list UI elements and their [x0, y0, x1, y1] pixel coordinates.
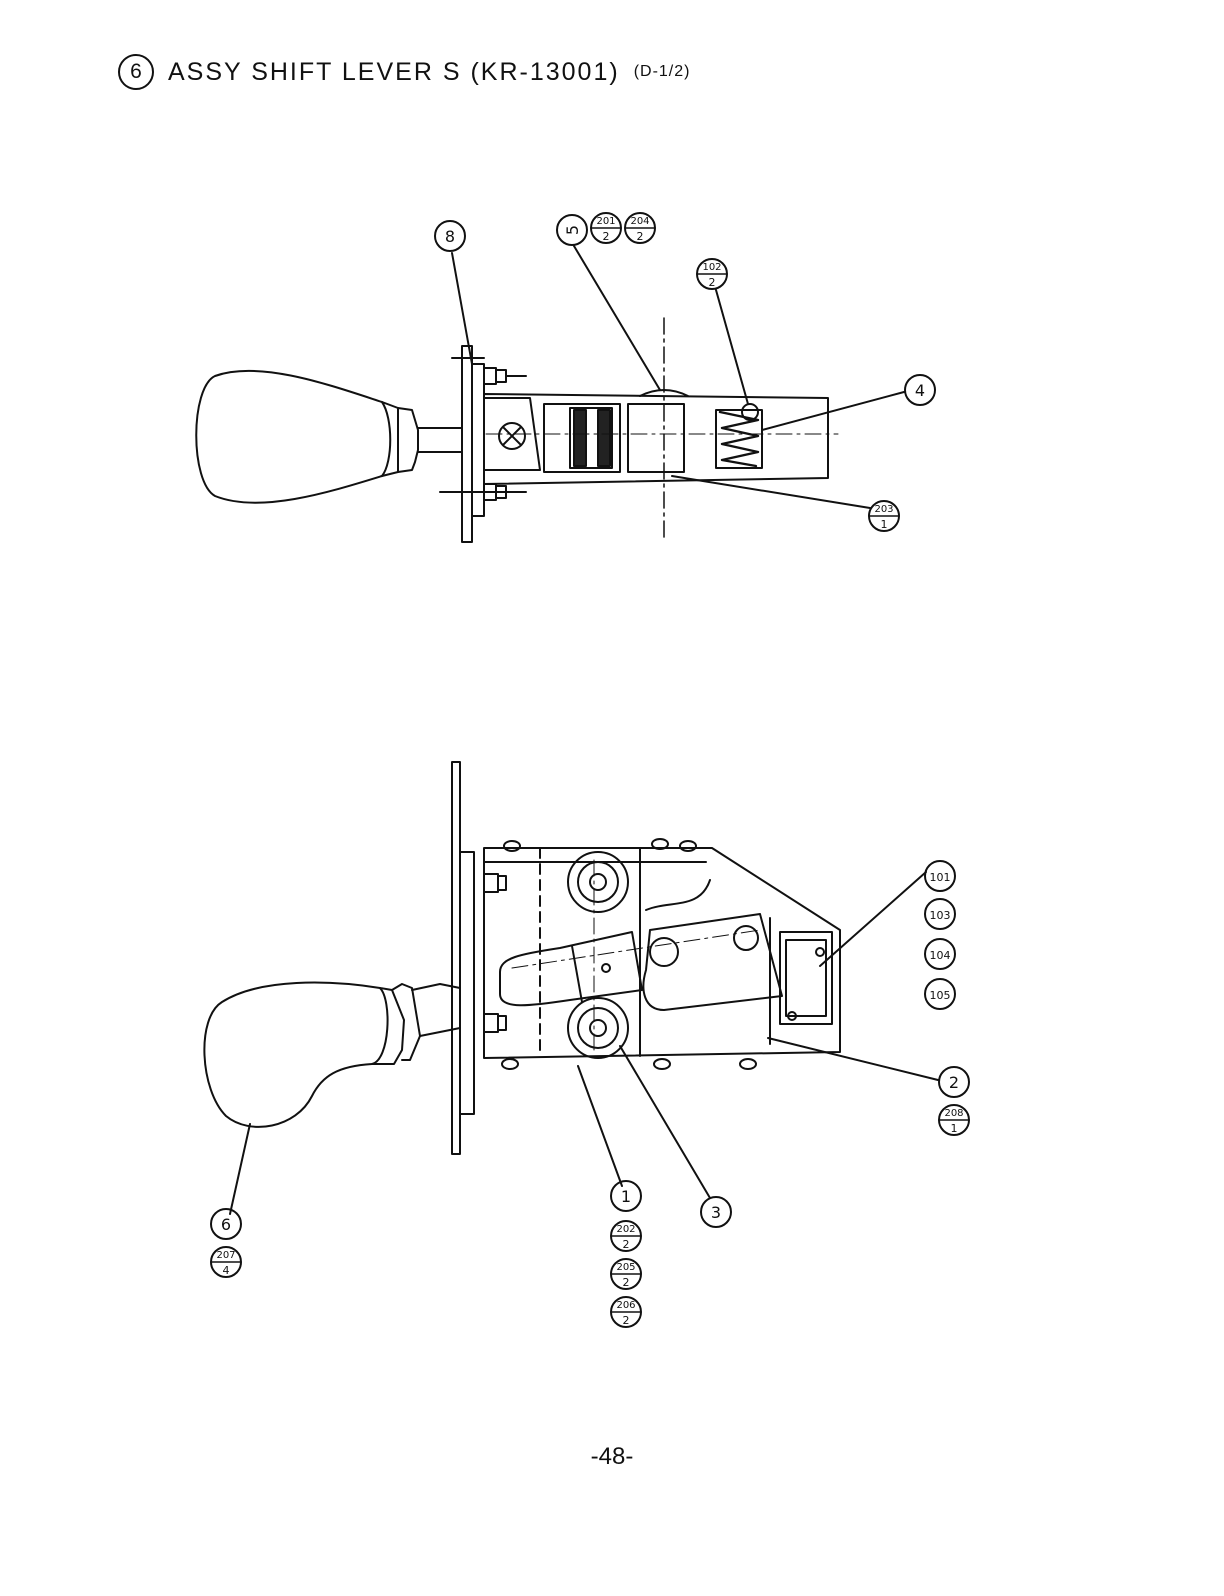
svg-text:205: 205 — [616, 1262, 635, 1273]
top-center-block — [628, 404, 684, 472]
svg-text:2: 2 — [949, 1073, 959, 1092]
side-mount-flange — [460, 852, 474, 1114]
svg-text:4: 4 — [223, 1264, 230, 1277]
callout-104: 104 — [925, 939, 955, 969]
side-bracket — [780, 932, 832, 1024]
svg-text:2: 2 — [603, 230, 610, 243]
top-lever-knob — [196, 371, 390, 503]
svg-text:105: 105 — [930, 989, 951, 1002]
side-link-plate — [643, 914, 782, 1010]
callout-206: 206 2 — [611, 1297, 641, 1327]
top-lever-shaft — [418, 428, 462, 452]
side-mount-plate — [452, 762, 460, 1154]
svg-text:3: 3 — [711, 1203, 721, 1222]
svg-text:104: 104 — [930, 949, 951, 962]
side-shift-arm — [500, 932, 642, 1005]
callout-205: 205 2 — [611, 1259, 641, 1289]
svg-text:201: 201 — [596, 216, 615, 227]
svg-text:2: 2 — [709, 276, 716, 289]
top-view-drawing — [196, 318, 838, 542]
callout-204: 204 2 — [625, 213, 655, 243]
svg-text:8: 8 — [445, 227, 455, 246]
callout-4: 4 — [905, 375, 935, 405]
svg-text:203: 203 — [874, 504, 893, 515]
top-mount-plate — [462, 346, 472, 542]
svg-text:2: 2 — [637, 230, 644, 243]
callout-3: 3 — [701, 1197, 731, 1227]
svg-text:208: 208 — [944, 1108, 963, 1119]
callout-5: 5 — [557, 215, 587, 245]
callout-101: 101 — [925, 861, 955, 891]
callout-207: 207 4 — [211, 1247, 241, 1277]
svg-text:5: 5 — [563, 225, 582, 235]
callout-102: 102 2 — [697, 259, 727, 289]
callout-201: 201 2 — [591, 213, 621, 243]
svg-text:1: 1 — [881, 518, 888, 531]
callout-105: 105 — [925, 979, 955, 1009]
side-lower-roller — [568, 998, 628, 1058]
svg-text:103: 103 — [930, 909, 951, 922]
callout-8: 8 — [435, 221, 465, 251]
svg-text:2: 2 — [623, 1314, 630, 1327]
top-mount-flange — [472, 364, 484, 516]
callout-202: 202 2 — [611, 1221, 641, 1251]
callout-6: 6 — [211, 1209, 241, 1239]
svg-text:102: 102 — [702, 262, 721, 273]
callout-208: 208 1 — [939, 1105, 969, 1135]
callout-203: 203 1 — [869, 501, 899, 531]
svg-text:1: 1 — [951, 1122, 958, 1135]
svg-text:2: 2 — [623, 1238, 630, 1251]
svg-text:6: 6 — [221, 1215, 231, 1234]
callout-103: 103 — [925, 899, 955, 929]
page-number: -48- — [0, 1443, 1224, 1471]
side-upper-roller — [568, 852, 628, 912]
top-knob-ferrule — [398, 408, 418, 472]
callout-1: 1 — [611, 1181, 641, 1211]
svg-text:206: 206 — [616, 1300, 635, 1311]
callout-2: 2 — [939, 1067, 969, 1097]
svg-text:2: 2 — [623, 1276, 630, 1289]
svg-text:204: 204 — [630, 216, 649, 227]
svg-text:4: 4 — [915, 381, 925, 400]
svg-text:202: 202 — [616, 1224, 635, 1235]
side-lever-knob — [204, 983, 387, 1127]
side-view-drawing — [204, 762, 840, 1154]
svg-text:207: 207 — [216, 1250, 235, 1261]
svg-text:101: 101 — [930, 871, 951, 884]
svg-text:1: 1 — [621, 1187, 631, 1206]
